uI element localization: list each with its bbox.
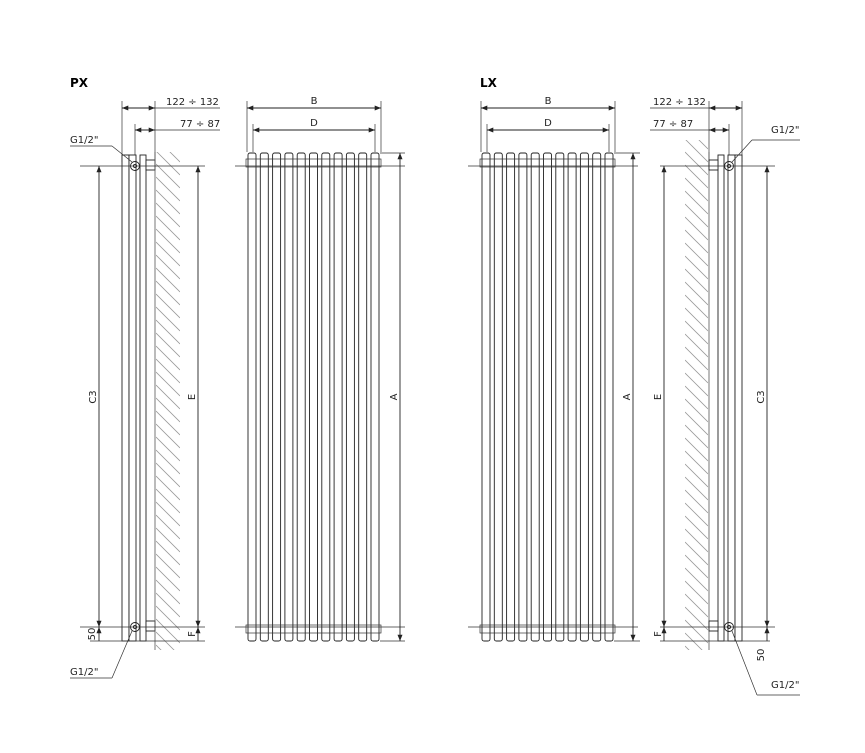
lx-e-label: E [653, 394, 664, 400]
radiator-tube [555, 152, 565, 642]
radiator-tube [272, 152, 282, 642]
radiator-tube [518, 152, 528, 642]
radiator-tube [321, 152, 331, 642]
wall-hatch [156, 152, 180, 650]
radiator-tube [530, 152, 540, 642]
px-top-g12-label: G1/2" [70, 135, 98, 146]
px-c3-label: C3 [88, 390, 99, 403]
radiator-tube [543, 152, 552, 642]
px-b-label: B [311, 96, 318, 107]
px-d-label: D [310, 118, 318, 129]
lx-50-label: 50 [756, 649, 767, 662]
lx-depth-inner-label: 77 ÷ 87 [653, 119, 693, 130]
px-title: PX [70, 76, 89, 90]
radiator-tube [506, 152, 516, 642]
radiator-tube [592, 152, 602, 642]
lx-b-label: B [545, 96, 552, 107]
radiator-tube [370, 152, 380, 642]
px-e-label: E [187, 394, 198, 400]
lx-bottom-g12-label: G1/2" [771, 680, 799, 691]
radiator-tube [604, 152, 614, 642]
lx-top-g12-label: G1/2" [771, 125, 799, 136]
radiator-tube [296, 152, 306, 642]
lx-d-label: D [544, 118, 552, 129]
radiator-tube [493, 152, 503, 642]
lx-front-view: LX B D A [468, 76, 640, 642]
lx-f-label: F [653, 631, 664, 637]
radiator-tube [567, 152, 577, 642]
radiator-tube [309, 152, 318, 642]
radiator-tube [481, 152, 491, 642]
lx-title: LX [480, 76, 498, 90]
px-50-label: 50 [87, 628, 98, 641]
radiator-tube [247, 152, 257, 642]
px-depth-outer-label: 122 ÷ 132 [166, 97, 219, 108]
px-depth-inner-label: 77 ÷ 87 [180, 119, 220, 130]
wall-hatch [685, 140, 708, 650]
lx-radiator-tubes [479, 152, 616, 642]
radiator-tube [358, 152, 368, 642]
lx-depth-outer-label: 122 ÷ 132 [653, 97, 706, 108]
px-side-view: PX 122 ÷ 132 77 ÷ 87 G1/2" G1/2" [70, 76, 220, 679]
radiator-tube [284, 152, 294, 642]
radiator-tube [345, 152, 355, 642]
radiator-tube [579, 152, 589, 642]
lx-c3-label: C3 [756, 390, 767, 403]
lx-a-label: A [622, 393, 633, 400]
radiator-tube [333, 152, 343, 642]
px-f-label: F [187, 631, 198, 637]
px-radiator-tubes [245, 152, 382, 642]
lx-side-view: 122 ÷ 132 77 ÷ 87 G1/2" G1/2" E F [650, 97, 800, 696]
radiator-tube [259, 152, 269, 642]
px-a-label: A [389, 393, 400, 400]
px-front-view: B D A [235, 96, 405, 642]
px-bottom-g12-label: G1/2" [70, 667, 98, 678]
